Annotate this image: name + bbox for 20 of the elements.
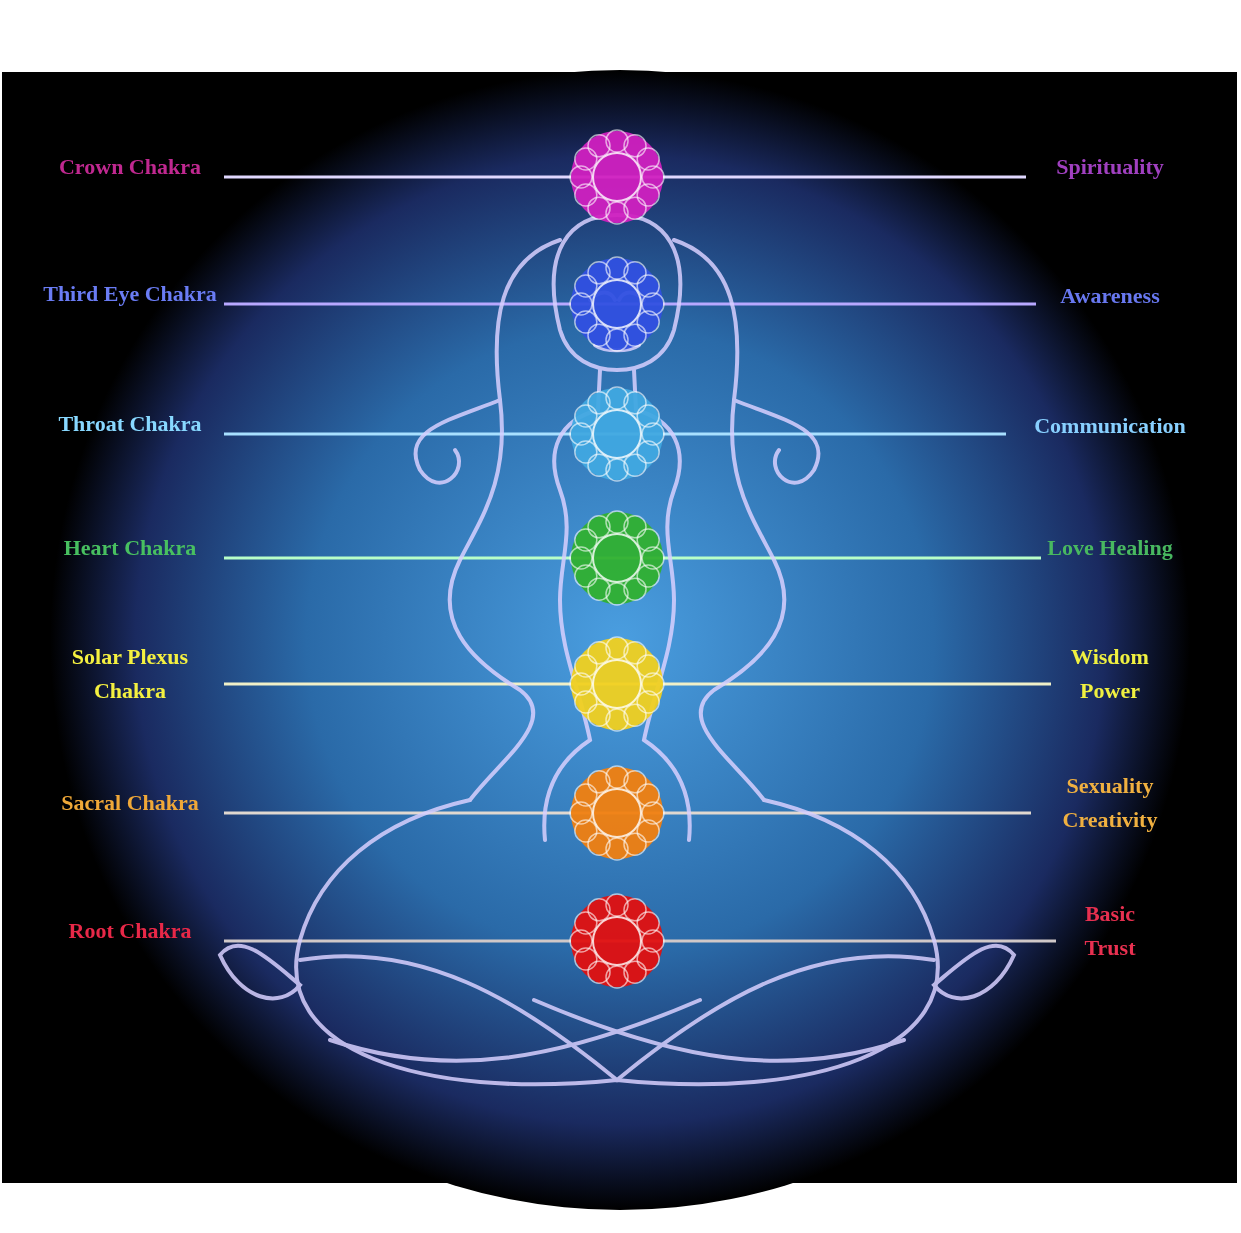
chakra-label: Sexuality Creativity [1035,767,1185,839]
chakra-label: Communication [1010,406,1210,446]
chakra-label: Root Chakra [40,895,220,967]
chakra-label: Throat Chakra [40,388,220,460]
chakra-label: Awareness [1040,276,1180,316]
chakra-label: Third Eye Chakra [40,258,220,330]
level-line [224,939,1056,943]
level-line [224,175,1026,179]
level-line [224,432,1006,436]
level-line [224,682,1051,686]
chakra-label: Heart Chakra [40,512,220,584]
level-line [224,556,1041,560]
chakra-label: Sacral Chakra [40,767,220,839]
chakra-label: Love Healing [1045,512,1175,584]
level-line [224,811,1031,815]
chakra-label: Crown Chakra [40,131,220,203]
chakra-label: Wisdom Power [1055,638,1165,710]
chakra-label: Solar Plexus Chakra [40,638,220,710]
chakra-label: Spirituality [1030,147,1190,187]
chakra-label: Basic Trust [1060,895,1160,967]
